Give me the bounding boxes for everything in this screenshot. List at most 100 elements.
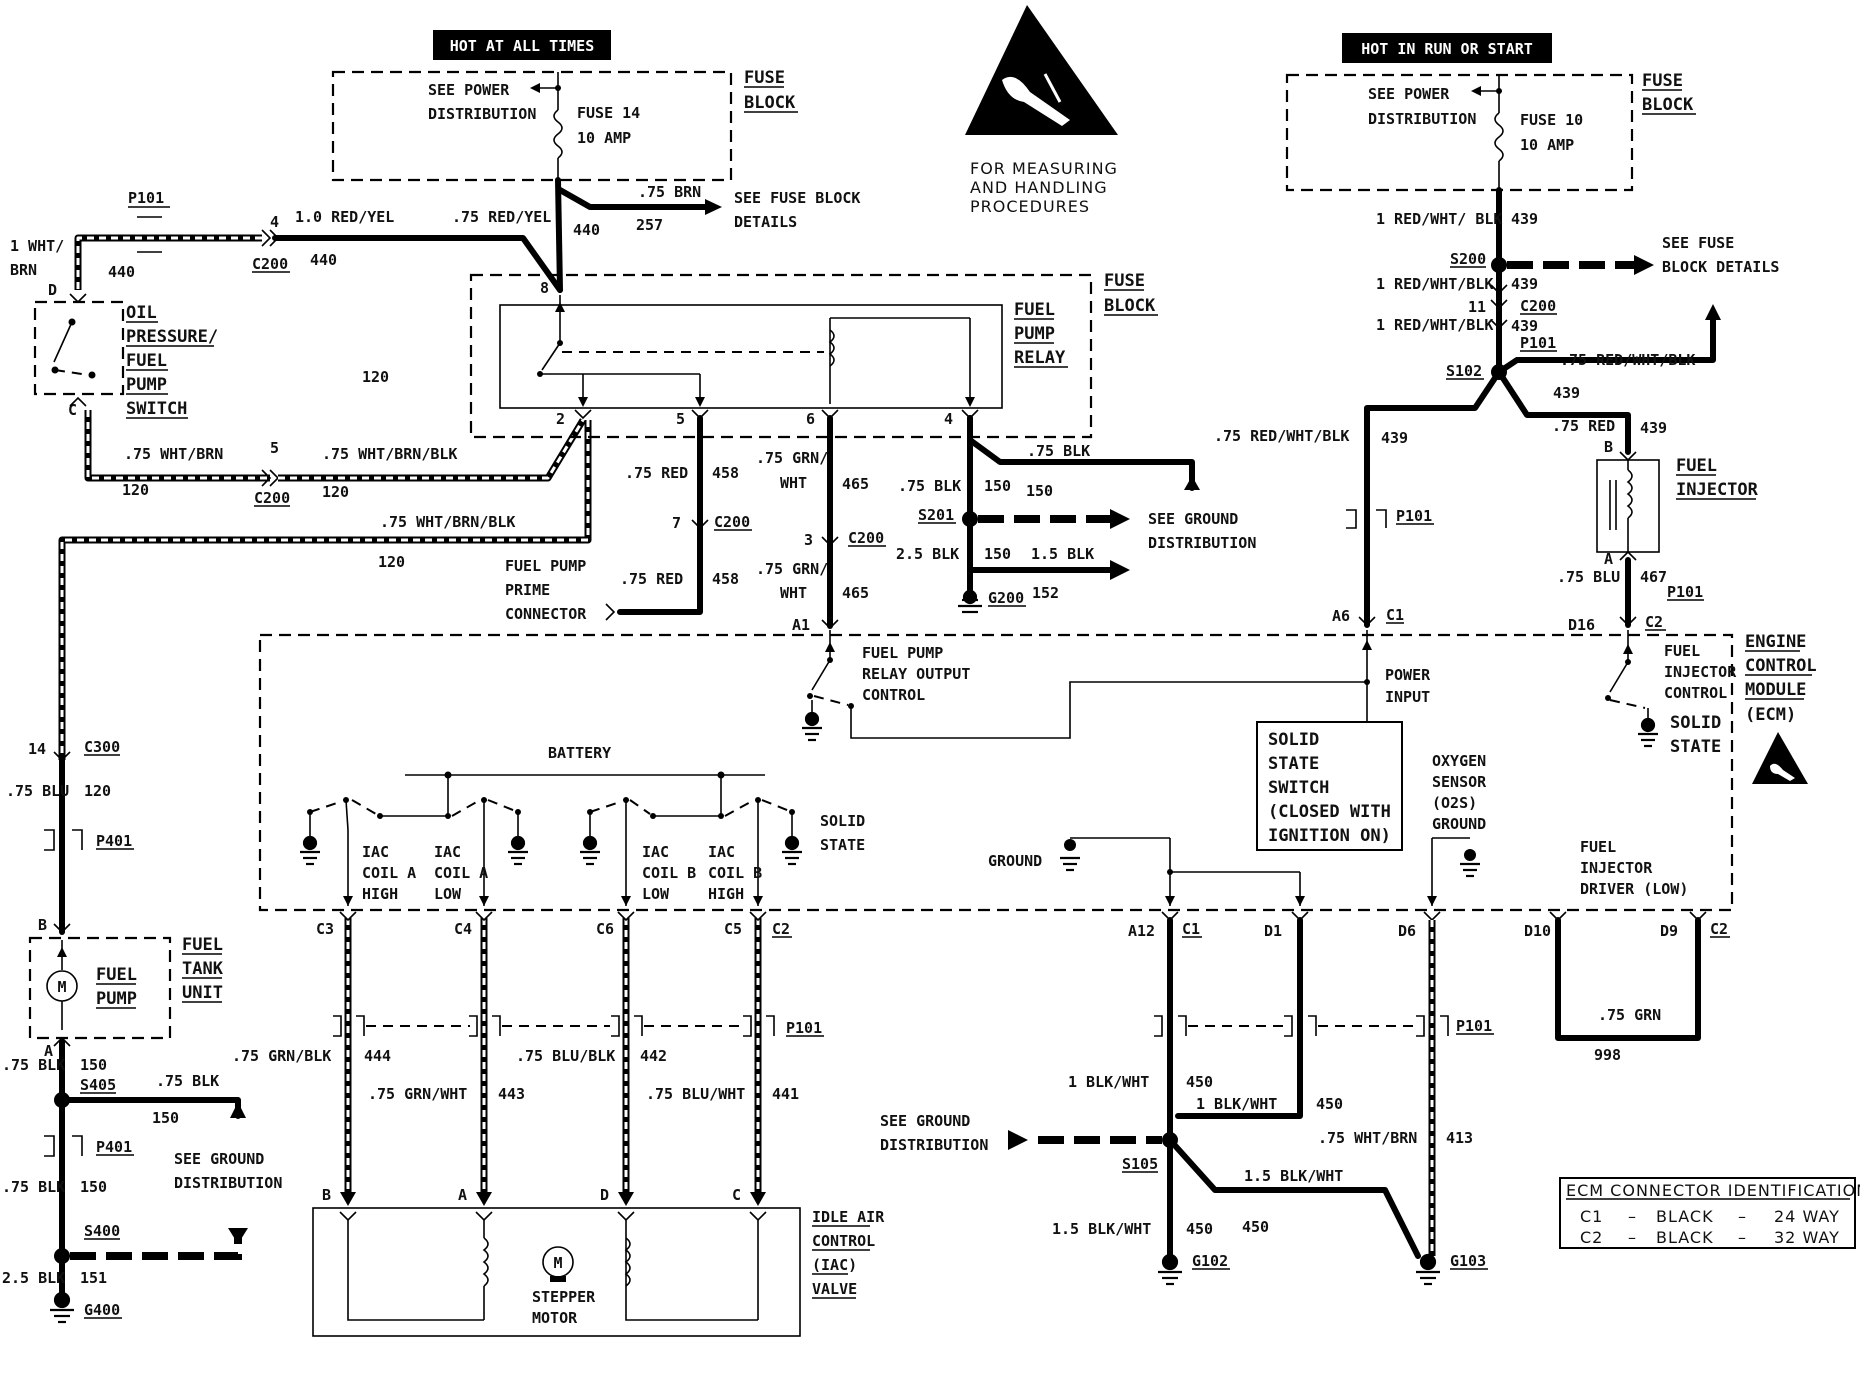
diagram-label: IAC — [434, 843, 461, 861]
diagram-label: CONTROL — [862, 686, 925, 704]
diagram-label: .75 WHT/BRN/BLK — [380, 513, 515, 531]
diagram-label: FUSE 10 — [1520, 111, 1583, 129]
fuse-pump-relay-block: FUSE BLOCK FUEL PUMP RELAY 8 2 5 6 4 120 — [362, 271, 1158, 439]
diagram-label: BLOCK — [1642, 95, 1694, 115]
diagram-label: 257 — [636, 216, 663, 234]
diagram-label: C2 — [1710, 920, 1728, 938]
diagram-label: IDLE AIR — [812, 1208, 885, 1226]
banner-label: HOT IN RUN OR START — [1361, 40, 1533, 58]
diagram-label: C1 — [1386, 606, 1404, 624]
diagram-label: MODULE — [1745, 680, 1806, 700]
diagram-label: PRESSURE/ — [126, 327, 218, 347]
diagram-label: C2 — [772, 920, 790, 938]
diagram-label: C5 — [724, 920, 742, 938]
diagram-label: FUSE 14 — [577, 104, 640, 122]
diagram-label: 1.0 RED/YEL — [295, 208, 394, 226]
diagram-label: 5 — [676, 410, 685, 428]
diagram-label: 120 — [322, 483, 349, 501]
diagram-label: 6 — [806, 410, 815, 428]
diagram-label: C2 — [1645, 613, 1663, 631]
diagram-label: SWITCH — [1268, 778, 1329, 798]
diagram-label: .75 RED — [620, 570, 683, 588]
diagram-label: S405 — [80, 1076, 116, 1094]
diagram-label: 450 — [1316, 1095, 1343, 1113]
diagram-label: C200 — [252, 255, 288, 273]
diagram-label: BLOCK — [744, 93, 796, 113]
diagram-label: CONTROL — [1664, 684, 1727, 702]
oil-pressure-fuel-pump-switch: OIL PRESSURE/ FUEL PUMP SWITCH — [33, 293, 218, 419]
diagram-label: 7 — [672, 514, 681, 532]
diagram-label: C1 — [1580, 1207, 1603, 1226]
diagram-label: – — [1738, 1207, 1747, 1226]
diagram-label: PRIME — [505, 581, 550, 599]
diagram-label: S201 — [918, 506, 954, 524]
diagram-label: GROUND — [988, 852, 1042, 870]
diagram-label: 150 — [80, 1178, 107, 1196]
ground-g103-icon — [1416, 1253, 1440, 1286]
diagram-label: INJECTOR — [1664, 663, 1737, 681]
ground-icon — [1460, 862, 1480, 878]
diagram-label: 413 — [1446, 1129, 1473, 1147]
diagram-label: – — [1738, 1228, 1747, 1247]
diagram-label: .75 BRN — [638, 183, 701, 201]
diagram-label: 1.5 BLK/WHT — [1244, 1167, 1343, 1185]
diagram-label: C3 — [316, 920, 334, 938]
engine-control-module: ENGINE CONTROL MODULE (ECM) — [258, 632, 1817, 912]
diagram-label: P401 — [96, 832, 132, 850]
diagram-label: UNIT — [182, 983, 223, 1003]
diagram-label: 439 — [1511, 275, 1538, 293]
diagram-label: 439 — [1640, 419, 1667, 437]
diagram-label: COIL A — [434, 864, 488, 882]
diagram-label: 465 — [842, 584, 869, 602]
diagram-label: SOLID — [1268, 730, 1319, 750]
diagram-label: 1 WHT/ — [10, 237, 64, 255]
diagram-label: S102 — [1446, 362, 1482, 380]
diagram-label: .75 RED/WHT/BLK — [1214, 427, 1349, 445]
diagram-label: D16 — [1568, 616, 1595, 634]
diagram-label: SEE POWER — [1368, 85, 1450, 103]
diagram-label: .75 GRN/ — [756, 449, 828, 467]
diagram-label: .75 WHT/BRN/BLK — [322, 445, 457, 463]
fuel-tank-unit: M FUEL PUMP — [28, 936, 172, 1040]
diagram-label: IAC — [362, 843, 389, 861]
right-fuse-block: SEE POWER DISTRIBUTION FUSE 10 10 AMP FU… — [1285, 71, 1696, 192]
diagram-label: (ECM) — [1745, 705, 1796, 725]
diagram-label: 32 WAY — [1774, 1228, 1840, 1247]
diagram-label: 441 — [772, 1085, 799, 1103]
diagram-label: C300 — [84, 738, 120, 756]
diagram-label: DISTRIBUTION — [1368, 110, 1476, 128]
diagram-label: .75 BLK — [2, 1056, 65, 1074]
diagram-label: 150 — [1026, 482, 1053, 500]
diagram-label: 120 — [362, 368, 389, 386]
diagram-label: .75 GRN — [1598, 1006, 1661, 1024]
diagram-label: .75 RED — [625, 464, 688, 482]
diagram-label: 150 — [984, 477, 1011, 495]
diagram-label: BLOCK DETAILS — [1662, 258, 1779, 276]
diagram-label: 998 — [1594, 1046, 1621, 1064]
diagram-label: 10 AMP — [577, 129, 631, 147]
diagram-label: PUMP — [126, 375, 167, 395]
diagram-label: 440 — [573, 221, 600, 239]
diagram-label: .75 RED/WHT/BLK — [1560, 351, 1695, 369]
diagram-label: P401 — [96, 1138, 132, 1156]
diagram-label: FUEL — [1676, 456, 1717, 476]
diagram-label: .75 GRN/ — [756, 560, 828, 578]
diagram-label: COIL B — [642, 864, 696, 882]
diagram-label: G103 — [1450, 1252, 1486, 1270]
diagram-label: C200 — [714, 513, 750, 531]
diagram-label: ENGINE — [1745, 632, 1806, 652]
diagram-label: 151 — [80, 1269, 107, 1287]
diagram-label: MOTOR — [532, 1309, 578, 1327]
diagram-label: RELAY OUTPUT — [862, 665, 970, 683]
diagram-label: CONTROL — [1745, 656, 1817, 676]
diagram-label: INJECTOR — [1580, 859, 1653, 877]
diagram-label: 150 — [80, 1056, 107, 1074]
diagram-label: 1 RED/WHT/BLK — [1376, 316, 1493, 334]
diagram-label: 442 — [640, 1047, 667, 1065]
ground-icon — [782, 835, 802, 866]
diagram-label: 443 — [498, 1085, 525, 1103]
idle-air-control-valve: M STEPPER MOTOR — [312, 1207, 801, 1337]
diagram-label: 10 AMP — [1520, 136, 1574, 154]
diagram-label: 4 — [270, 213, 279, 231]
